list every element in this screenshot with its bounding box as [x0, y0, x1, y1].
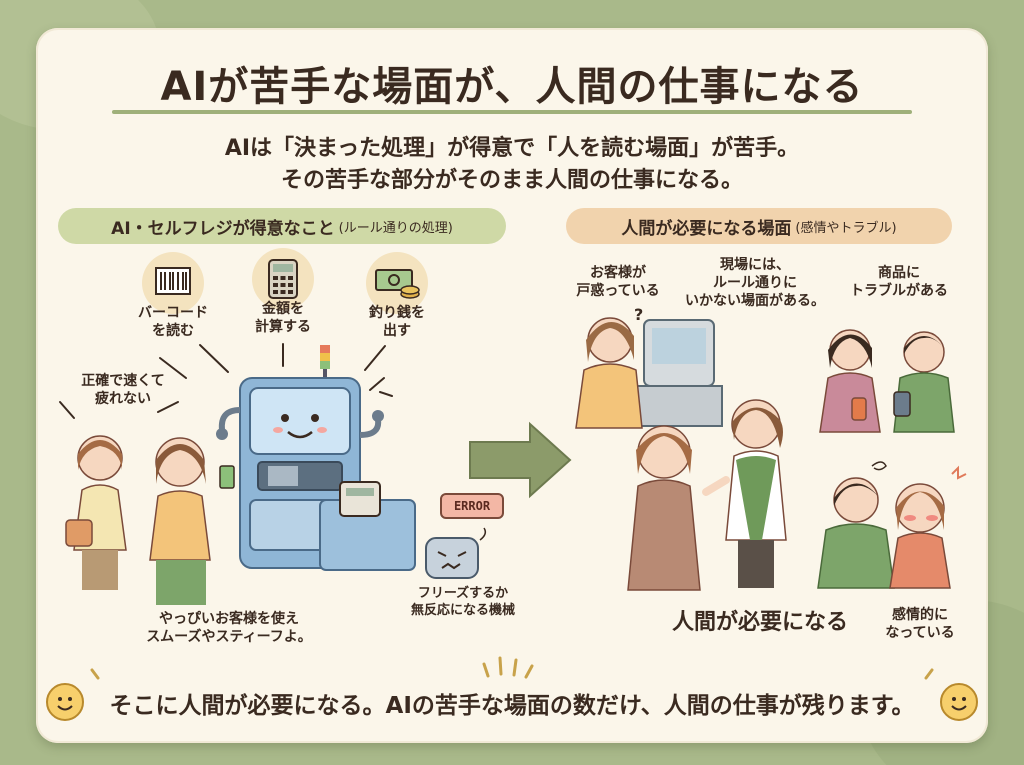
smile-icon-right	[940, 683, 978, 721]
smile-icon	[46, 683, 84, 721]
scene-exception-label: 現場には、 ルール通りに いかない場面がある。	[685, 257, 825, 310]
feature-change-label: 釣り銭を 出す	[369, 305, 425, 340]
sparkle-strokes	[90, 656, 934, 680]
right-heading-pill: 人間が必要になる場面 (感情やトラブル)	[566, 208, 952, 244]
scene-confused-label: お客様が 戸惑っている	[576, 265, 660, 300]
customer-note: やっぴいお客様を使え スムーズやスティーフよ。	[146, 611, 312, 646]
title-underline	[112, 110, 912, 114]
confused-customer-scene: ?	[575, 305, 723, 429]
barcode-badge	[142, 252, 204, 314]
feature-barcode-label: バーコード を読む	[138, 305, 208, 340]
right-heading-note: (感情やトラブル)	[795, 220, 897, 236]
frozen-robot-icon	[425, 527, 487, 579]
customers-illustration	[65, 435, 235, 605]
emotional-customer-scene	[817, 461, 967, 589]
emotional-note: 感情的に なっている	[885, 607, 955, 642]
barcode-icon	[155, 267, 191, 295]
calculator-icon	[268, 259, 298, 299]
self-checkout-kiosk	[216, 345, 416, 571]
lead-line-1: AIは「決まった処理」が得意で「人を読む場面」が苦手。	[224, 136, 800, 161]
left-heading-pill: AI・セルフレジが得意なこと (ルール通りの処理)	[58, 208, 506, 244]
svg-text:?: ?	[634, 305, 643, 324]
right-heading: 人間が必要になる場面	[621, 218, 792, 239]
human-needed-label: 人間が必要になる	[660, 604, 860, 642]
page-title: AIが苦手な場面が、人間の仕事になる	[160, 64, 864, 110]
feature-calc-label: 金額を 計算する	[255, 301, 311, 336]
error-bubble: ERROR	[440, 493, 504, 519]
staff-helping-scene	[627, 399, 787, 591]
footer-message: そこに人間が必要になる。AIの苦手な場面の数だけ、人間の仕事が残ります。	[109, 693, 915, 719]
money-icon	[375, 269, 420, 299]
scene-product-label: 商品に トラブルがある	[850, 265, 948, 300]
money-badge	[366, 252, 428, 314]
left-heading-note: (ルール通りの処理)	[338, 220, 453, 236]
calculator-badge	[252, 248, 314, 310]
left-heading: AI・セルフレジが得意なこと	[111, 218, 335, 239]
fast-note: 正確で速くて 疲れない	[81, 373, 165, 408]
freeze-note: フリーズするか 無反応になる機械	[410, 586, 515, 618]
product-trouble-scene	[819, 329, 955, 433]
right-arrow-icon	[469, 421, 572, 499]
lead-line-2: その苦手な部分がそのまま人間の仕事になる。	[280, 168, 743, 193]
